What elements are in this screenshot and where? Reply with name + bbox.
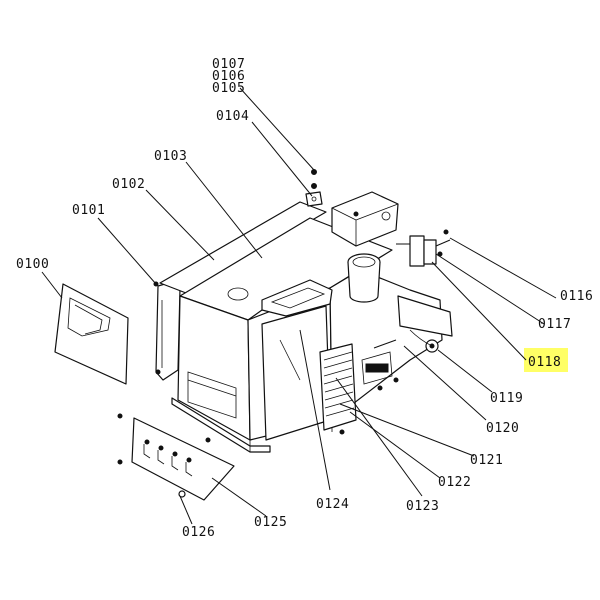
callout-0102: 0102	[112, 177, 145, 192]
callout-0100: 0100	[16, 257, 49, 272]
callout-0123: 0123	[406, 499, 439, 514]
part-0123-louvers	[319, 343, 357, 431]
callout-0117: 0117	[538, 317, 571, 332]
callout-0101: 0101	[72, 203, 105, 218]
callout-0121: 0121	[470, 453, 503, 468]
callout-0125: 0125	[254, 515, 287, 530]
callout-0120: 0120	[486, 421, 519, 436]
callout-0116: 0116	[560, 289, 593, 304]
callout-labels: 0100 0101 0102 0103 0104 0105 0106 0107 …	[16, 57, 593, 540]
callout-0104: 0104	[216, 109, 249, 124]
callout-highlight-0118	[524, 348, 568, 372]
part-0116-0117-valve-assembly	[396, 229, 451, 267]
callout-0124: 0124	[316, 497, 349, 512]
leader-lines	[41, 87, 557, 525]
callout-0107: 0107	[212, 57, 245, 72]
callout-0105: 0105	[212, 81, 245, 96]
callout-0119: 0119	[490, 391, 523, 406]
part-0105-0107-fasteners	[305, 169, 323, 207]
callout-0122: 0122	[438, 475, 471, 490]
callout-0103: 0103	[154, 149, 187, 164]
part-0101-side-panel	[155, 281, 181, 381]
part-0104-top-box	[331, 191, 399, 247]
part-0119-fitting	[409, 329, 439, 353]
callout-0126: 0126	[182, 525, 215, 540]
screws	[117, 281, 399, 465]
part-0124-louver-panel	[261, 305, 331, 441]
callout-0118: 0118	[528, 355, 561, 370]
part-0125-bottom-plate	[131, 417, 235, 501]
part-0102-top-panel	[159, 201, 327, 294]
callout-0106: 0106	[212, 69, 245, 84]
part-0126-screw	[178, 490, 186, 498]
part-0100-front-panel	[54, 283, 129, 385]
